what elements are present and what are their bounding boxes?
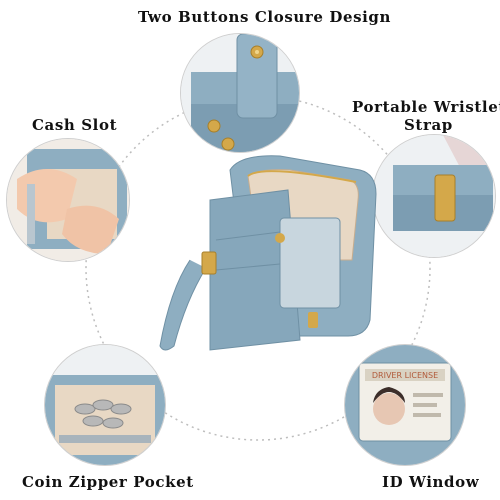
label-id-window: ID Window	[382, 473, 480, 491]
detail-cash-slot	[6, 138, 130, 262]
label-cash-slot: Cash Slot	[32, 116, 118, 134]
detail-two-buttons	[180, 33, 300, 153]
detail-coin-pocket	[44, 344, 166, 466]
wallet-main-image	[130, 140, 390, 380]
label-coin-pocket: Coin Zipper Pocket	[22, 473, 194, 491]
detail-wristlet-strap	[372, 134, 496, 258]
detail-id-window: DRIVER LICENSE	[344, 344, 466, 466]
id-card-header: DRIVER LICENSE	[372, 371, 438, 380]
label-wristlet-line2: Strap	[404, 116, 453, 134]
label-wristlet-line1: Portable Wristlet	[352, 98, 500, 116]
label-two-buttons: Two Buttons Closure Design	[138, 8, 392, 26]
